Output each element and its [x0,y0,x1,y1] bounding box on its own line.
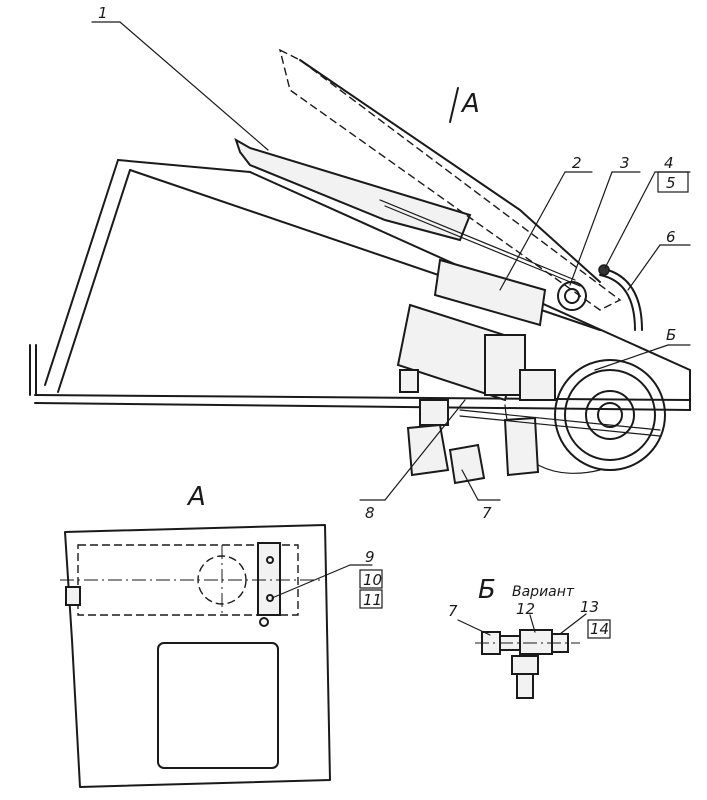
bolt-head-left [399,369,419,393]
callout-12: 12 [516,600,535,618]
variant-lower-nut [511,655,539,675]
leader-3 [569,171,613,286]
section-marker-a: A [460,89,480,119]
variant-b-detail [457,613,587,699]
coupling-block [519,369,556,401]
frame-rear-post [44,159,119,386]
callout-6: 6 [666,228,676,246]
spring-clip [599,274,636,331]
control-rod [459,409,661,431]
view-a-clip [65,586,81,606]
cover-plates [234,48,622,311]
callout-8: 8 [365,504,375,522]
spring-clip-2 [607,269,643,331]
section-line-a [449,87,459,123]
leader-1 [119,21,269,151]
leader-b [594,344,669,371]
callout-10: 10 [363,571,382,589]
callout-5: 5 [666,174,676,192]
view-a-bolt-extra [259,617,269,627]
leader-7b [457,619,491,636]
frame-base-rail-top [34,394,691,401]
cover-plate-lower [234,137,472,242]
leader-9 [271,564,351,599]
callout-13: 13 [580,598,599,616]
pedal-plate-open-position [278,48,622,311]
variant-tee-body [519,629,553,655]
leader-6 [627,244,661,291]
leader-4 [604,171,656,269]
view-a-end-bracket [257,542,281,616]
callout-2: 2 [572,154,582,172]
callout-7: 7 [482,504,492,522]
pedal-rod-hatched-2 [384,205,581,287]
variant-lower-stem [516,673,534,699]
pulley-ring [564,369,656,461]
callout-4: 4 [664,154,674,172]
upper-bracket [433,258,547,327]
mechanism-assembly [396,87,666,485]
leader-8 [384,399,466,501]
fitting-left [406,423,450,477]
frame-top-rail [117,159,251,173]
callout-9: 9 [365,548,375,566]
pulley-hub [585,390,635,440]
callout-11: 11 [363,591,382,609]
variant-letter: Б [478,575,496,605]
leader-7 [461,469,479,501]
fitting-right [503,416,540,477]
leader-12 [529,614,536,633]
lower-nut [419,399,449,426]
pulley-outer [554,359,666,471]
pedal-plate-edge [299,59,601,283]
pulley-bore [597,402,623,428]
callout-7b: 7 [448,602,458,620]
frame-rear-post-inner [57,169,131,393]
view-a-bolt-top [266,556,274,564]
frame-base-rail-bottom [34,402,691,411]
callout-14: 14 [590,620,609,638]
box-5 [657,171,689,193]
hinge-pin-inner [564,288,580,304]
view-a [60,524,373,788]
leader-lines [91,21,691,501]
box-10 [359,569,383,589]
callout-3: 3 [620,154,630,172]
callout-b: Б [666,326,676,344]
view-a-opening [157,642,279,769]
leader-2 [499,171,566,291]
variant-word: Вариант [512,584,575,600]
view-a-panel [64,524,331,788]
view-a-title: A [186,482,206,512]
box-14 [587,619,611,639]
leader-13 [559,613,587,635]
box-11 [359,589,383,609]
pedal-rod-hatched [379,199,576,281]
spring-clip-pin [598,264,610,276]
fitting-nut-7 [448,443,486,485]
callout-1: 1 [98,4,108,22]
control-rod-2 [459,415,661,437]
side-block [484,334,526,396]
hinge-pin-outer [557,281,587,311]
